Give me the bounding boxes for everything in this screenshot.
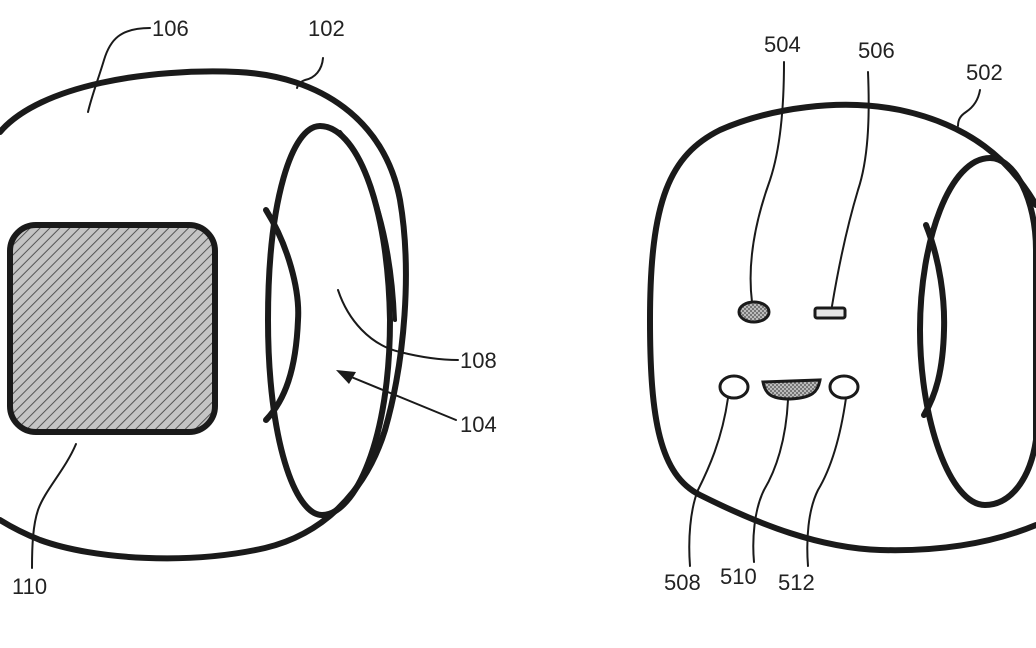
component-512 [828,374,860,400]
leader-512 [806,397,847,567]
label-510: 510 [720,564,757,589]
label-512: 512 [778,570,815,595]
label-106: 106 [152,16,189,41]
leader-510 [752,399,789,563]
ring-band-edge [338,130,397,322]
right-ring-device: 504 506 502 508 510 512 [647,32,1036,595]
leader-110 [31,443,77,569]
ring-body-outline [0,68,409,562]
component-510 [761,378,822,401]
left-ring-device: 106 102 108 104 110 [0,16,497,599]
leader-102 [296,57,324,89]
leader-506 [831,71,870,307]
label-102: 102 [308,16,345,41]
label-506: 506 [858,38,895,63]
ring-opening-right [917,155,1036,508]
label-502: 502 [966,60,1003,85]
sensor-504 [737,300,771,324]
ring-opening-inner [263,207,302,423]
label-504: 504 [764,32,801,57]
arrowhead-104 [336,370,356,384]
label-104: 104 [460,412,497,437]
leader-502 [957,89,981,127]
label-508: 508 [664,570,701,595]
display-module [7,222,218,435]
ring-opening-inner-right [921,222,948,418]
leader-104 [343,373,457,421]
label-108: 108 [460,348,497,373]
sensor-506 [813,306,847,320]
ring-body-outline-right [647,101,1036,554]
leader-108 [337,289,459,361]
component-508 [718,374,750,400]
label-110: 110 [12,574,47,599]
leader-508 [688,397,729,567]
leader-504 [749,61,785,303]
leader-106 [87,27,151,113]
